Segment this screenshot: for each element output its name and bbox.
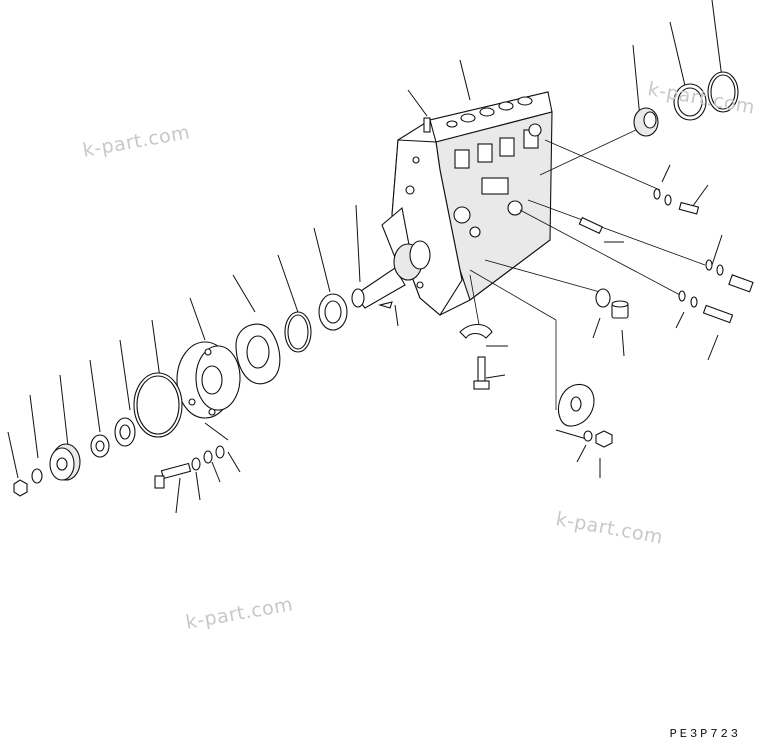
washer-c xyxy=(678,290,698,308)
cover-washer xyxy=(191,445,225,471)
large-o-ring xyxy=(133,372,183,438)
bearing-cover xyxy=(176,341,241,419)
ball-bearing xyxy=(114,417,136,447)
washer-b xyxy=(705,259,724,276)
oil-seal xyxy=(673,83,707,121)
washer-a xyxy=(653,188,672,206)
stud-c xyxy=(578,216,603,235)
connector xyxy=(728,274,754,293)
washer-d xyxy=(583,430,593,442)
leader-lines xyxy=(7,0,723,514)
plug xyxy=(611,300,629,319)
gasket-bracket xyxy=(557,383,595,427)
hex-nut xyxy=(13,479,28,497)
cover-bolt xyxy=(154,462,192,489)
pump-housing xyxy=(381,91,553,316)
collar xyxy=(90,434,110,458)
stud-bolt xyxy=(407,89,431,133)
bolt-b xyxy=(702,304,734,324)
gasket xyxy=(235,323,281,385)
woodruff-key xyxy=(377,301,393,309)
screw-a xyxy=(678,201,700,215)
drawing-code: PE3P723 xyxy=(669,727,741,741)
camshaft xyxy=(351,240,431,309)
bearing-right xyxy=(633,107,659,137)
spring-washer xyxy=(31,468,43,484)
snap-ring xyxy=(707,71,739,113)
bolt-c xyxy=(473,356,490,390)
clamp xyxy=(459,323,493,339)
nut-d xyxy=(595,430,613,448)
bearing xyxy=(318,293,348,331)
o-ring-small xyxy=(595,288,611,308)
gear xyxy=(49,443,81,481)
o-ring xyxy=(284,311,312,353)
